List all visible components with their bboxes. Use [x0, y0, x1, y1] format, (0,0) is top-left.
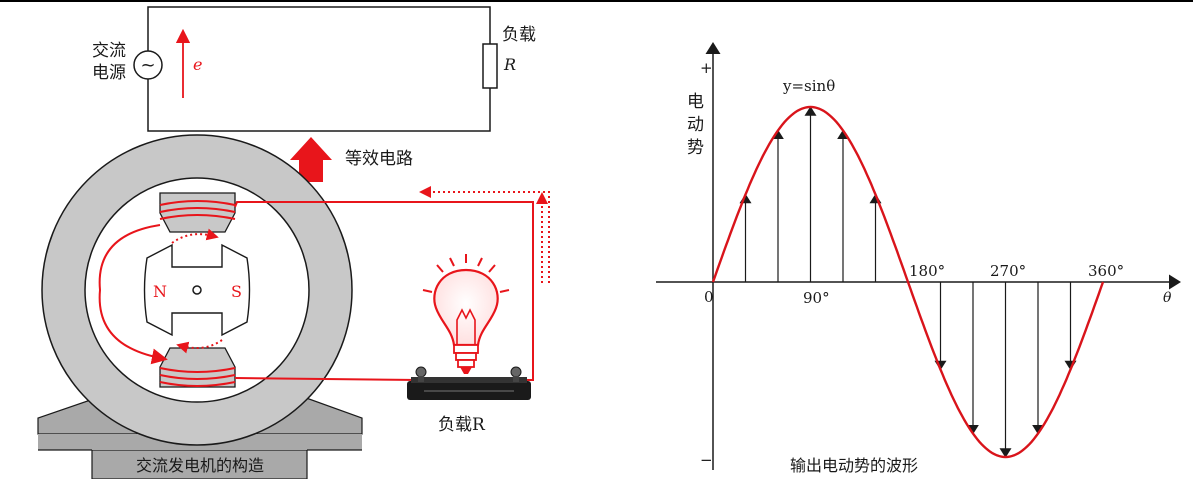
equivalent-circuit: ~ 交流 电源 e 负载 R [92, 6, 536, 132]
tick-360-label: 360° [1088, 262, 1124, 280]
bulb-label: 负载R [438, 415, 486, 435]
lower-coil-icon [159, 367, 236, 387]
sine-curve [711, 105, 1105, 459]
rotation-arrow-top-icon [171, 228, 219, 244]
waveform-caption: 输出电动势的波形 [790, 456, 918, 475]
lower-pole-piece [159, 347, 236, 388]
rotor [143, 243, 251, 337]
equation-label: y=sinθ [782, 77, 835, 95]
resistor-label: R [503, 55, 516, 74]
source-label-line1: 交流 [92, 41, 126, 61]
source-label-line2: 电源 [92, 63, 126, 83]
upper-pole-piece [159, 192, 236, 233]
emf-label: e [193, 55, 202, 74]
rotation-arrow-bottom-icon [176, 339, 223, 354]
external-wiring [234, 186, 550, 381]
y-axis-title-3: 势 [687, 138, 704, 158]
current-flow-arrow-icon [419, 186, 550, 283]
tick-180-label: 180° [909, 262, 945, 280]
pole-n-label: N [153, 282, 167, 301]
generator-caption: 交流发电机的构造 [136, 456, 264, 475]
waveform-chart: + − 电 动 势 0 θ y=sinθ 90° 180° 270° 360° … [656, 42, 1181, 475]
caption-plate [91, 449, 308, 479]
flux-path-arrow-icon [98, 224, 168, 365]
light-bulb-icon [407, 254, 531, 400]
plus-sign: + [700, 59, 713, 77]
equivalent-label: 等效电路 [345, 149, 413, 169]
resistor-icon [482, 43, 498, 89]
tick-90-label: 90° [803, 289, 830, 307]
generator-illustration: 交流发电机的构造 N S [37, 134, 363, 479]
rotor-axle-icon [192, 285, 202, 295]
emf-arrows [739, 106, 1077, 458]
tick-270-label: 270° [990, 262, 1026, 280]
y-axis-title-1: 电 [687, 92, 704, 112]
origin-label: 0 [704, 288, 714, 306]
pole-s-label: S [231, 282, 242, 301]
equivalent-arrow-icon [290, 137, 332, 182]
top-rule [0, 0, 1193, 2]
x-axis-symbol: θ [1163, 290, 1172, 306]
upper-coil-icon [159, 200, 236, 220]
source-symbol: ~ [140, 55, 155, 76]
minus-sign: − [700, 451, 713, 469]
ac-source-icon [133, 50, 163, 80]
y-axis-title-2: 动 [687, 115, 704, 135]
load-label: 负载 [502, 25, 536, 45]
